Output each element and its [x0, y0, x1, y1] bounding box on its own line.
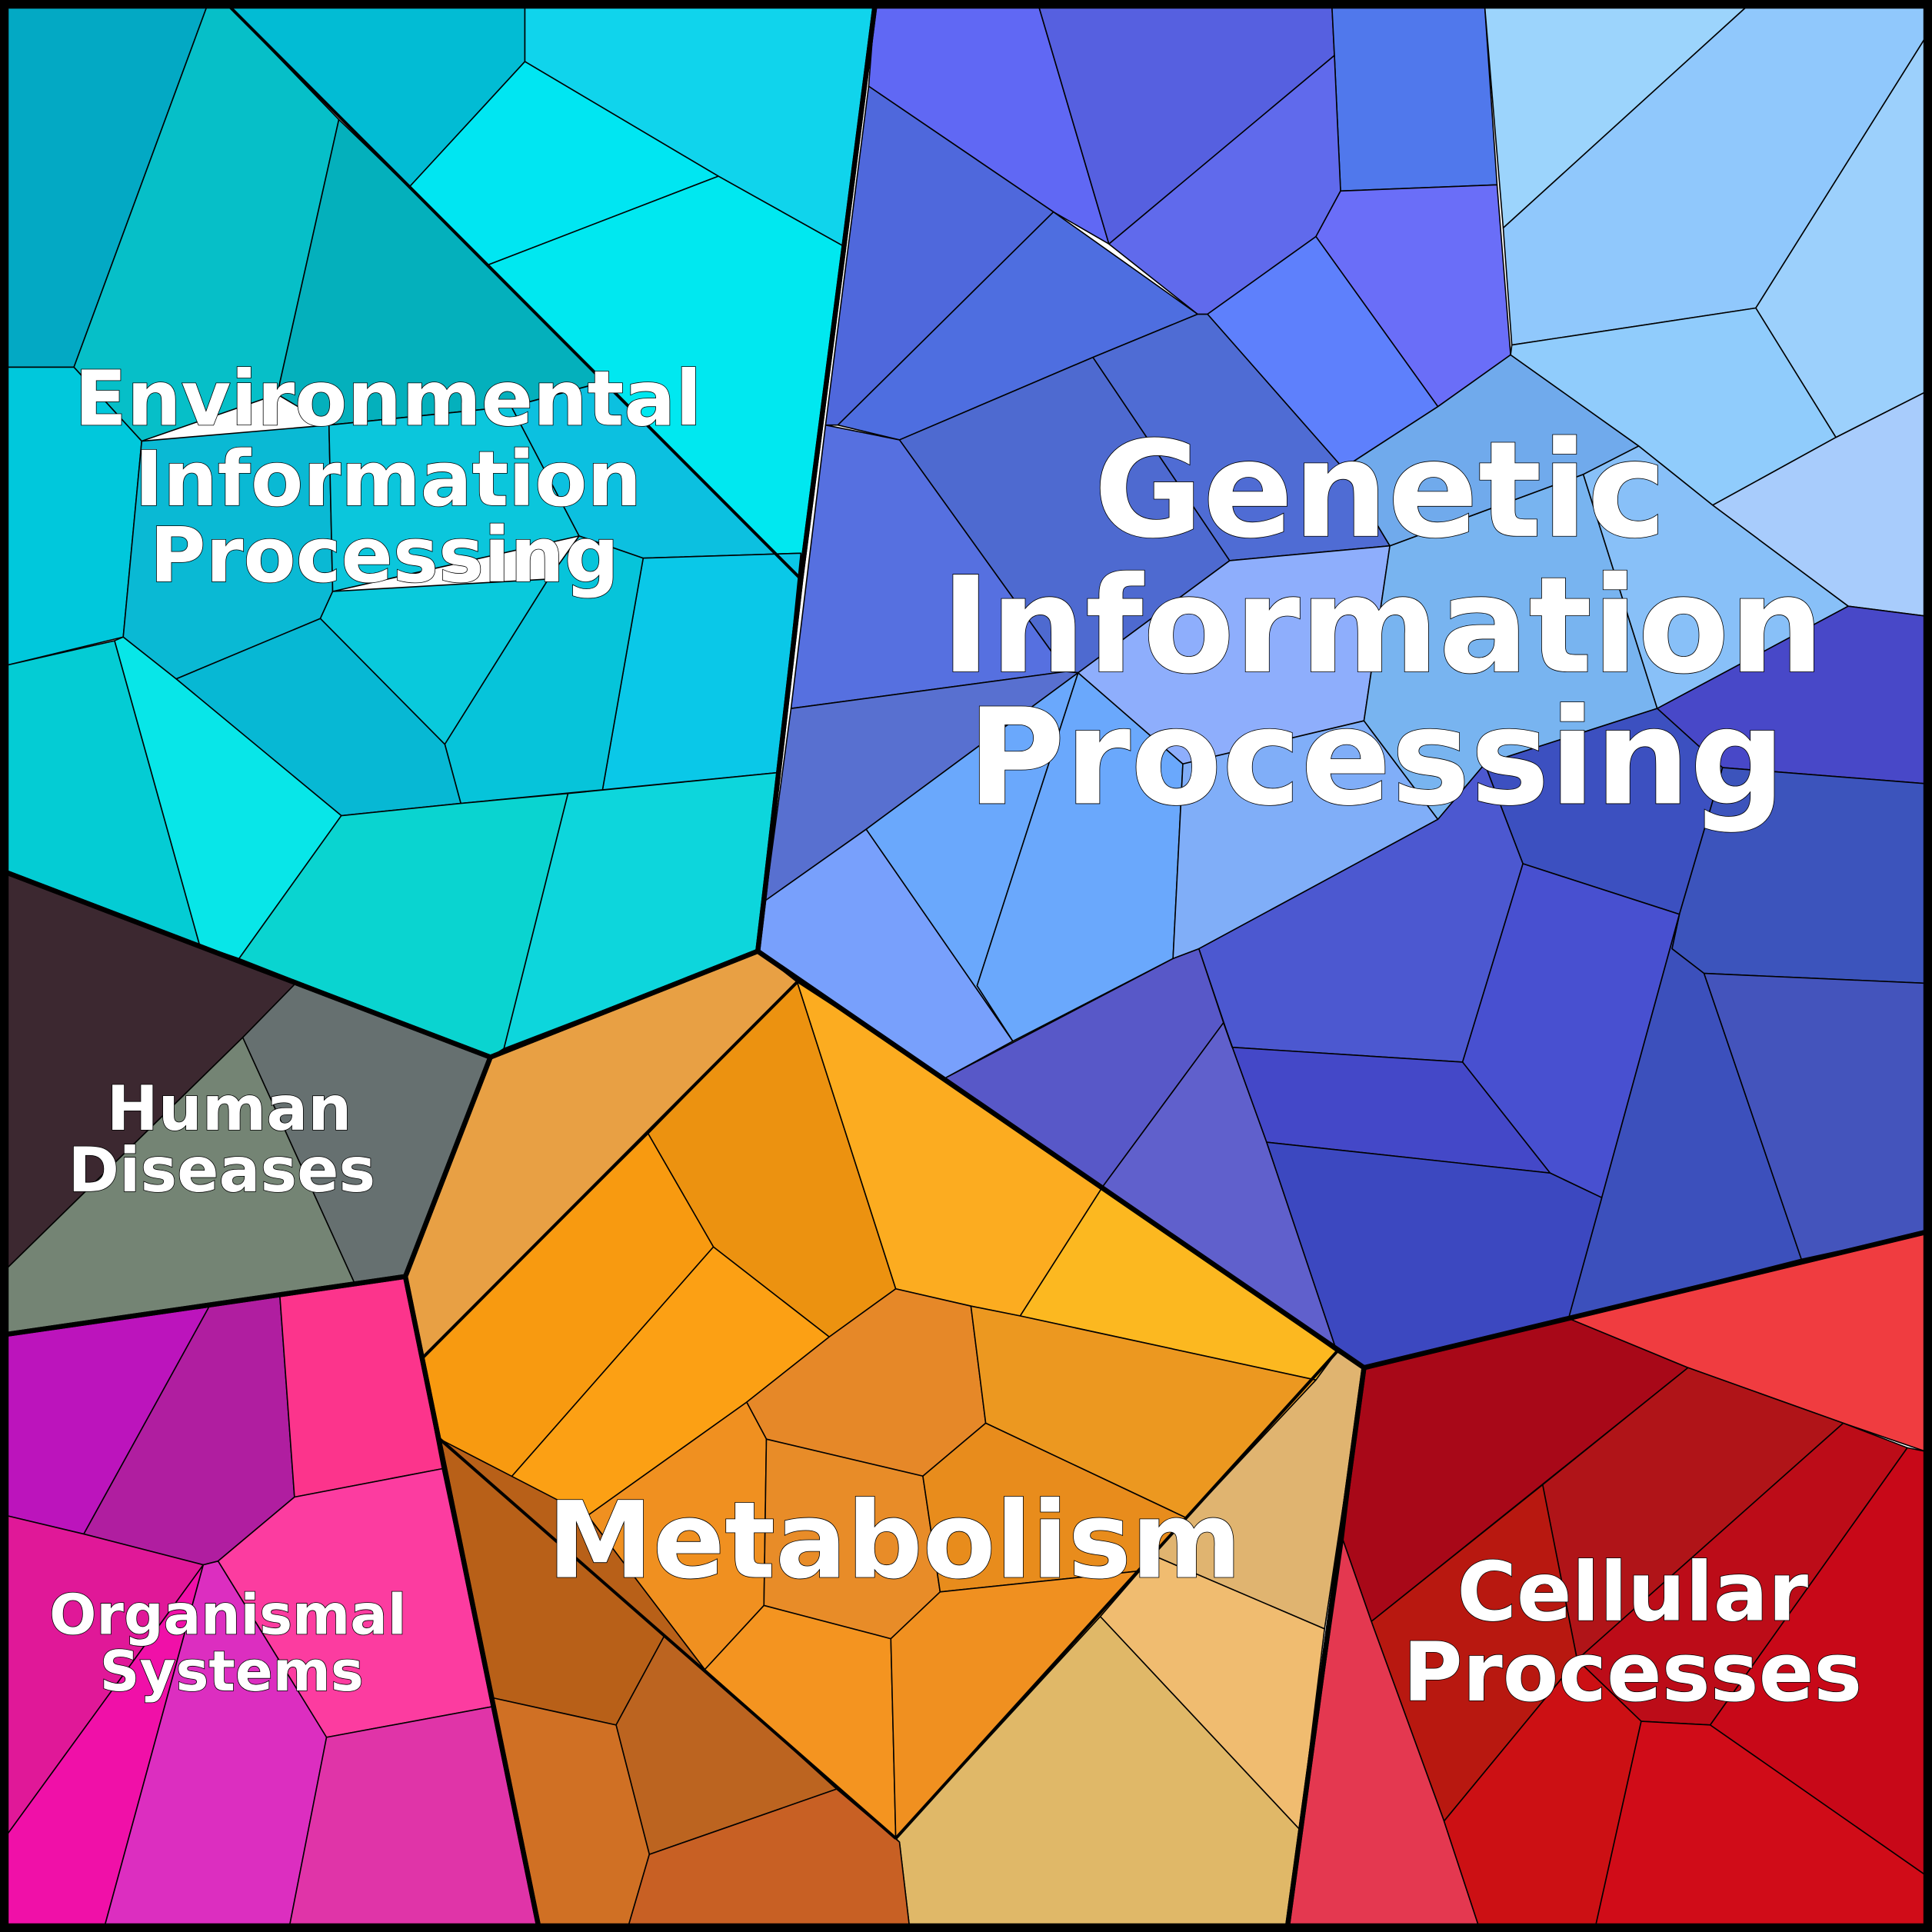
label-line: Systems	[100, 1640, 364, 1704]
label-human-diseases: Human Diseases	[68, 1072, 376, 1207]
label-line: Human	[107, 1073, 352, 1144]
label-line: Information	[941, 548, 1824, 703]
genetic-cell	[1223, 1021, 1551, 1174]
label-metabolism: Metabolism	[547, 1479, 1242, 1604]
label-line: Diseases	[68, 1134, 376, 1206]
subgroup-boundary	[421, 981, 798, 1359]
subgroup-boundary	[894, 1351, 1338, 1840]
label-environmental: Environmental Information Processing	[74, 355, 702, 601]
label-line: Organismal	[49, 1583, 406, 1647]
label-line: Metabolism	[548, 1480, 1242, 1603]
label-line: Information	[135, 435, 641, 524]
label-cellular: Cellular Processes	[1402, 1544, 1863, 1720]
label-line: Processes	[1403, 1625, 1862, 1720]
label-line: Processing	[968, 680, 1785, 835]
subgroup-boundary	[228, 5, 802, 581]
metabolism-cell	[628, 1788, 911, 1927]
label-line: Genetic	[1094, 412, 1666, 568]
subgroup-boundary	[438, 1437, 898, 1840]
label-line: Environmental	[75, 355, 701, 444]
label-organismal: Organismal Systems	[48, 1583, 407, 1705]
label-line: Cellular	[1457, 1545, 1808, 1640]
label-line: Processing	[150, 511, 619, 600]
label-genetic: Genetic Information Processing	[941, 411, 1825, 835]
genetic-cell	[1331, 5, 1498, 192]
environmental-cell	[319, 578, 549, 745]
